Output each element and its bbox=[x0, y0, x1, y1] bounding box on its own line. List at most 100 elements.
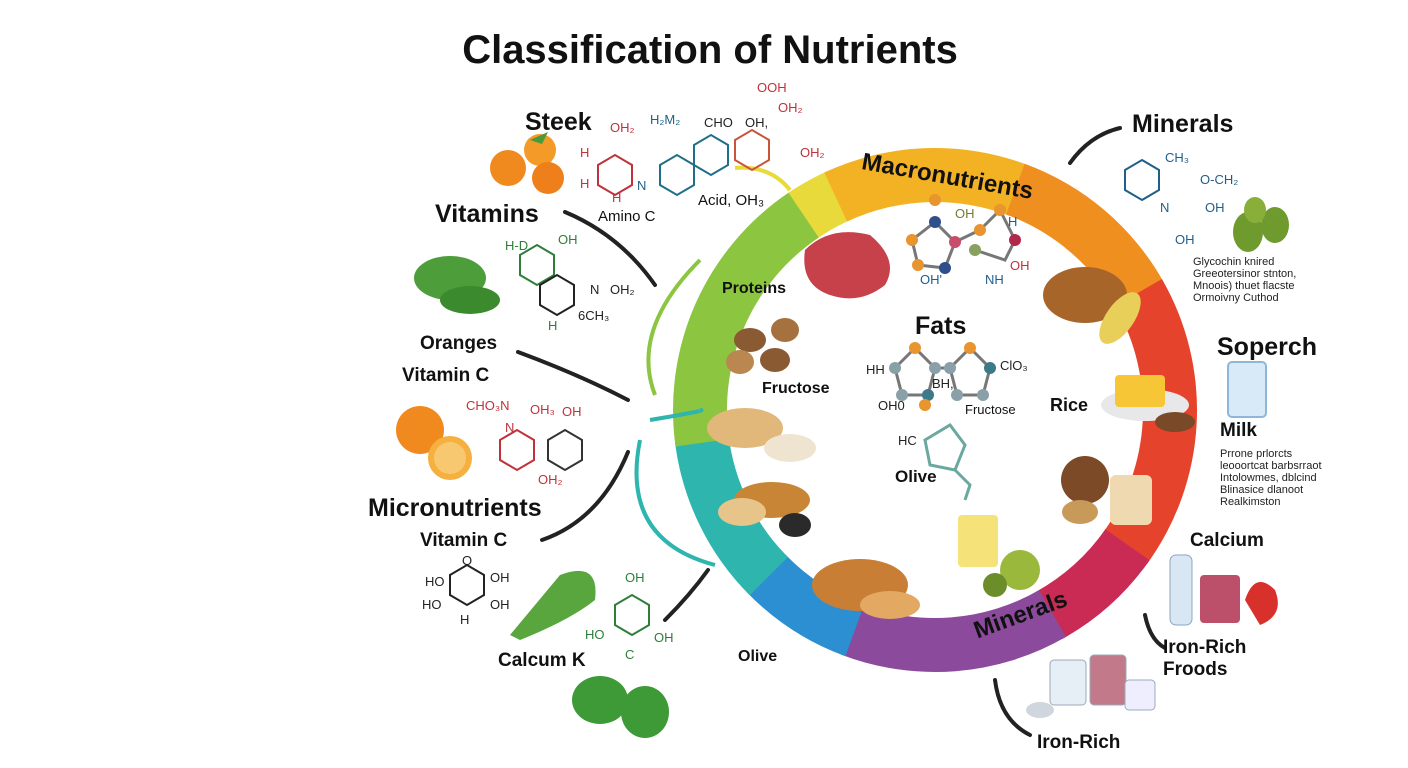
leafy-greens-icon bbox=[414, 256, 500, 314]
connector-iron bbox=[993, 678, 1032, 737]
olives-icon bbox=[1233, 197, 1289, 252]
iron-foods-icon bbox=[1169, 554, 1278, 626]
connector-lines bbox=[516, 126, 1167, 737]
chem-label: OH₂ bbox=[538, 472, 563, 487]
juice-icon bbox=[958, 515, 1040, 597]
chem-label: CHO bbox=[704, 115, 733, 130]
chem-label: OOH bbox=[757, 80, 787, 95]
label-fructose-2: Fructose bbox=[965, 402, 1016, 417]
nuts-icon bbox=[726, 318, 799, 374]
label-minerals: Minerals bbox=[1132, 110, 1234, 138]
lettuce-icon bbox=[510, 570, 596, 640]
note-line: Realkimston bbox=[1220, 496, 1281, 508]
note-line: Blinasice dlanoot bbox=[1220, 484, 1304, 496]
ring-segment bbox=[1006, 163, 1165, 310]
chem-label: CH₃ bbox=[1165, 150, 1190, 165]
chem-label: NH bbox=[985, 272, 1004, 287]
connector-calcum bbox=[663, 568, 710, 622]
note-line: Prrone prlorcts bbox=[1220, 448, 1293, 460]
connector-calcium bbox=[1143, 613, 1167, 650]
chem-label: H bbox=[460, 612, 470, 627]
label-proteins: Proteins bbox=[722, 280, 787, 297]
ring-segment bbox=[1035, 529, 1150, 640]
label-rice: Rice bbox=[1050, 395, 1089, 415]
chem-label: H bbox=[580, 145, 590, 160]
chem-label: H bbox=[548, 318, 558, 333]
label-iron-rich: Iron-Rich bbox=[1037, 732, 1121, 753]
label-calcum-k: Calcum K bbox=[498, 650, 586, 671]
connector-vitamins bbox=[563, 210, 657, 287]
molecule-red-icon bbox=[597, 153, 633, 197]
spinach-leaves-icon bbox=[572, 676, 669, 738]
chem-label: HO bbox=[425, 574, 445, 589]
chem-label: N bbox=[637, 178, 647, 193]
protein-atoms bbox=[906, 194, 1021, 274]
bread-icon bbox=[707, 408, 816, 537]
note-line: Mnoois) thuet flacste bbox=[1193, 280, 1295, 292]
molecule-hexol-icon bbox=[449, 563, 650, 637]
coconut-grain-icon bbox=[1061, 456, 1152, 525]
chem-label: OH bbox=[1175, 232, 1195, 247]
butter-icon bbox=[1101, 375, 1195, 432]
orange-slice-icon bbox=[396, 406, 472, 480]
chem-label: HO bbox=[585, 627, 605, 642]
bread-corn-icon bbox=[1043, 267, 1141, 344]
page-title: Classification of Nutrients bbox=[462, 28, 958, 72]
molecule-teal-icon bbox=[659, 133, 729, 197]
chem-label: H bbox=[612, 190, 622, 205]
fats-atoms bbox=[889, 342, 996, 411]
chem-label: HH bbox=[866, 362, 885, 377]
label-fats: Fats bbox=[915, 312, 967, 340]
chem-label: OH₂ bbox=[610, 120, 635, 135]
chem-label: OH bbox=[654, 630, 674, 645]
chem-label: OH bbox=[1205, 200, 1225, 215]
chem-label: O bbox=[462, 553, 473, 568]
connector-oranges bbox=[516, 350, 630, 402]
molecule-minerals-icon bbox=[1124, 158, 1160, 202]
molecule-olive-icon bbox=[923, 423, 972, 501]
connector-minerals bbox=[1068, 126, 1122, 165]
chem-label: N bbox=[1160, 200, 1170, 215]
label-vitamins: Vitamins bbox=[435, 200, 539, 228]
label-amino: Amino C bbox=[598, 208, 656, 225]
chem-label: OH' bbox=[920, 272, 942, 287]
label-oranges: Oranges bbox=[420, 333, 498, 354]
chem-label: N bbox=[590, 282, 600, 297]
chem-label: ClO₃ bbox=[1000, 358, 1028, 373]
label-micronutrients: Micronutrients bbox=[368, 494, 542, 522]
label-vitamin-c: Vitamin C bbox=[402, 365, 490, 386]
chem-label: OH, bbox=[745, 115, 769, 130]
chem-label: BH, bbox=[932, 376, 954, 391]
chem-label: H bbox=[580, 176, 590, 191]
note-line: Glycochin knired bbox=[1193, 256, 1275, 268]
label-olive: Olive bbox=[895, 467, 937, 486]
ring-segment bbox=[746, 554, 864, 657]
note-line: Intolowmes, dblcind bbox=[1220, 472, 1317, 484]
jars-icon bbox=[1026, 654, 1156, 718]
label-olive-2: Olive bbox=[738, 648, 778, 665]
chem-label: OH bbox=[955, 206, 975, 221]
chem-label: C bbox=[625, 647, 635, 662]
chem-label: OH bbox=[490, 597, 510, 612]
loaf-icon bbox=[812, 559, 920, 619]
minerals-note: Glycochin knired Greeotersinor stnton, M… bbox=[1193, 256, 1296, 304]
chem-label: OH₂ bbox=[778, 100, 803, 115]
chem-label: H-D bbox=[505, 238, 529, 253]
ring-segment bbox=[841, 590, 1066, 673]
chem-label: OH0 bbox=[878, 398, 905, 413]
molecule-vitc-icon bbox=[499, 428, 583, 472]
chem-label: OH bbox=[558, 232, 578, 247]
steak-icon bbox=[804, 232, 890, 299]
label-iron-rich-foods: Iron-Rich Froods bbox=[1163, 637, 1247, 680]
molecule-orange-icon bbox=[734, 128, 770, 172]
note-line: leooortcat barbsrraot bbox=[1220, 460, 1322, 472]
chem-label: OH₂ bbox=[800, 145, 825, 160]
chem-label: OH bbox=[1010, 258, 1030, 273]
milk-note: Prrone prlorcts leooortcat barbsrraot In… bbox=[1220, 448, 1322, 508]
ring-segment bbox=[673, 192, 819, 447]
chem-label: OH bbox=[625, 570, 645, 585]
ring-segment bbox=[824, 148, 1029, 222]
chem-label: HO bbox=[422, 597, 442, 612]
